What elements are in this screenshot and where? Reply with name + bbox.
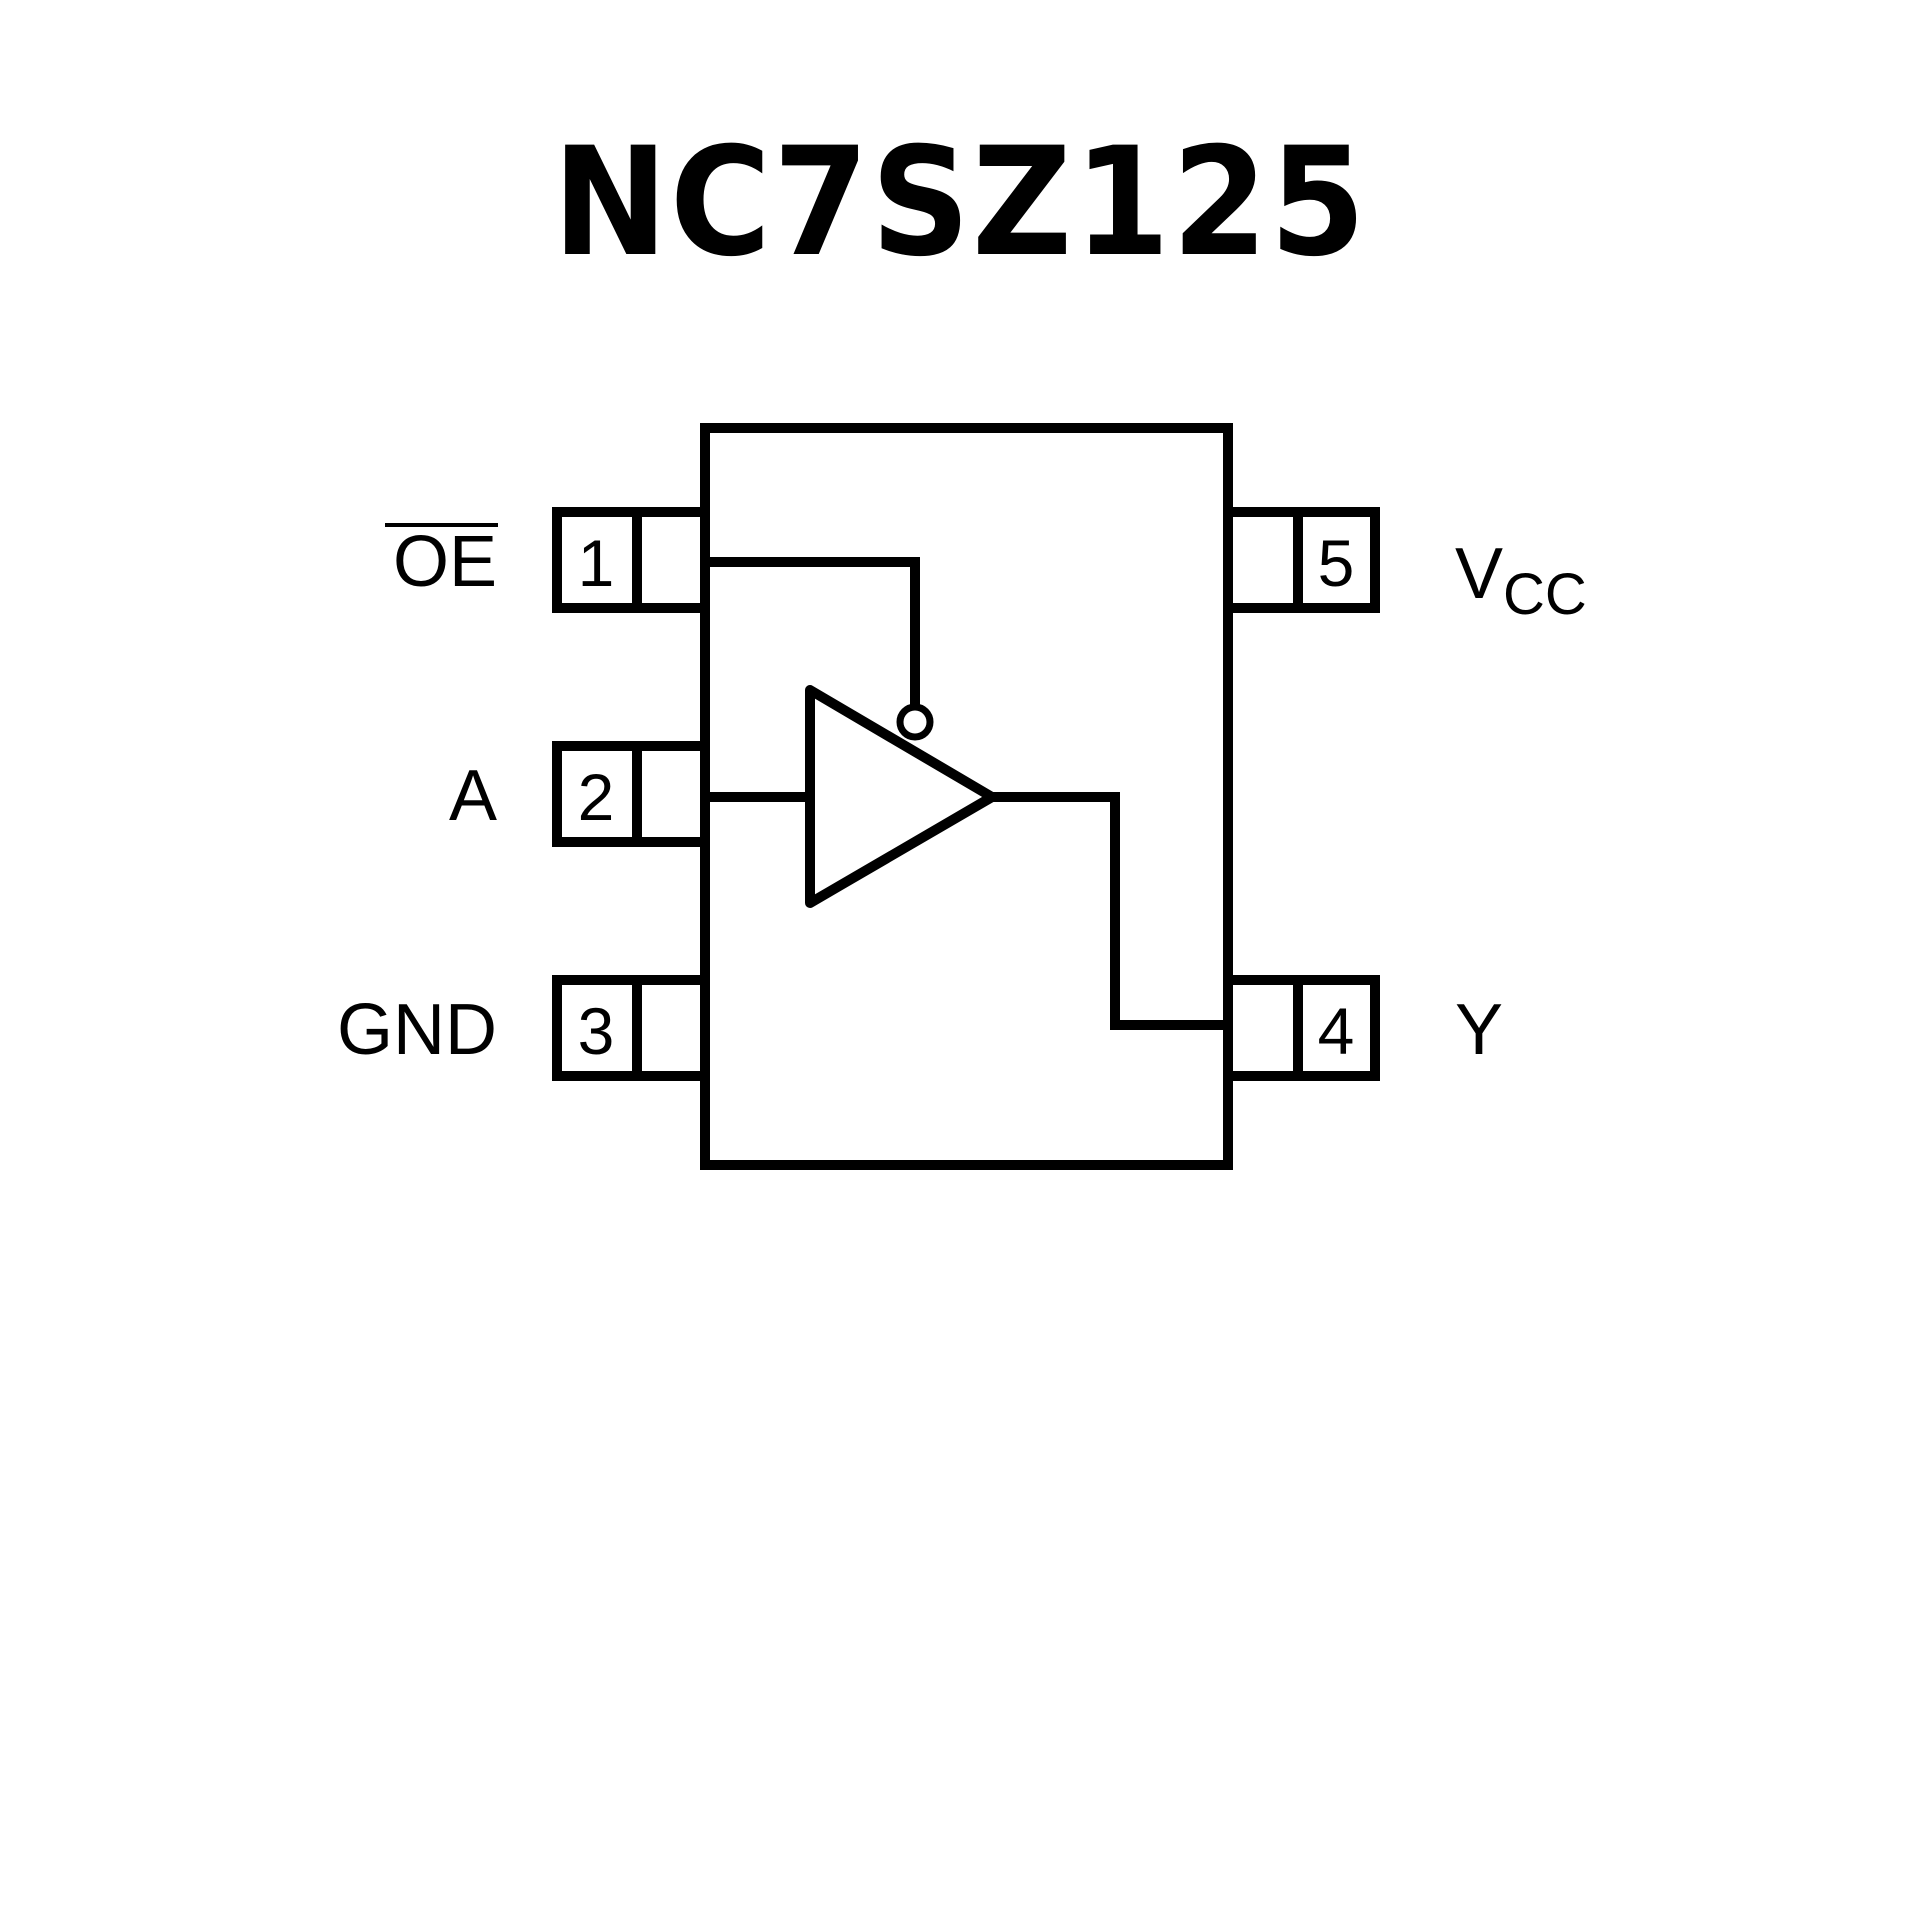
pin-name-a: A (449, 756, 497, 836)
pin-5-box (1223, 507, 1380, 613)
inversion-bubble (896, 703, 934, 741)
pin-number-4: 4 (1318, 994, 1355, 1068)
pin-name-y: Y (1455, 990, 1503, 1070)
vcc-main: V (1455, 534, 1503, 614)
part-number-title: NC7SZ125 (552, 116, 1368, 290)
pin-number-1: 1 (578, 526, 615, 600)
buffer-triangle (805, 685, 997, 908)
pin-name-gnd: GND (337, 990, 497, 1070)
output-wire (987, 792, 1233, 1030)
pin-number-2: 2 (578, 760, 615, 834)
pin-number-3: 3 (578, 994, 615, 1068)
pin-name-oe: OE (393, 522, 497, 602)
vcc-subscript: CC (1503, 562, 1587, 627)
pin-number-5: 5 (1318, 526, 1355, 600)
enable-wire (700, 557, 920, 709)
pin-3-box (552, 975, 710, 1081)
pin-name-vcc: VCC (1455, 534, 1587, 627)
